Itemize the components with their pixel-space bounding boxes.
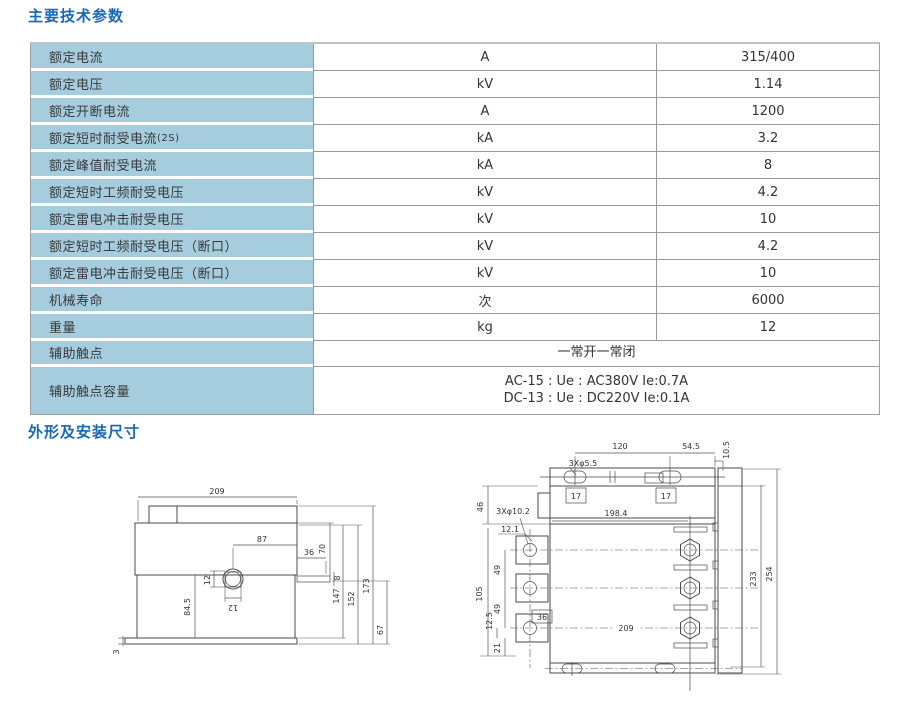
param-cell: 额定电流 — [31, 44, 313, 71]
dim-173-label: 173 — [362, 578, 371, 593]
dim-36-label: 36 — [537, 613, 547, 622]
dim-54-5-label: 54.5 — [682, 442, 700, 451]
dim-147-label: 147 — [332, 588, 341, 603]
table-row: 辅助触点一常开一常闭 — [31, 341, 879, 367]
unit-cell: kV — [313, 206, 656, 233]
right-drawing-dimensions — [480, 452, 781, 675]
dim-3-label: 3 — [112, 649, 121, 654]
dim-87-label: 87 — [257, 535, 267, 544]
dim-12-5-label: 12.5 — [485, 612, 494, 630]
holes-top-label: 3Xφ5.5 — [569, 459, 598, 468]
param-cell: 额定雷电冲击耐受电压（断口） — [31, 260, 313, 287]
value-cell: 1200 — [656, 98, 879, 125]
value-cell: 4.2 — [656, 233, 879, 260]
dim-152-label: 152 — [347, 591, 356, 606]
holes-side-label: 3Xφ10.2 — [496, 507, 530, 516]
right-drawing-labels: 120 54.5 10.5 3Xφ5.5 17 17 46 3Xφ10.2 12… — [475, 441, 774, 653]
param-cell: 重量 — [31, 314, 313, 341]
unit-cell: kg — [313, 314, 656, 341]
dim-254-label: 254 — [765, 566, 774, 581]
dim-209-label: 209 — [209, 487, 224, 496]
left-drawing-dimensions — [118, 496, 390, 646]
value-cell: 10 — [656, 206, 879, 233]
section-title-dimensions: 外形及安装尺寸 — [28, 423, 141, 441]
value-cell: 6000 — [656, 287, 879, 314]
outline-drawing-front-view: 120 54.5 10.5 3Xφ5.5 17 17 46 3Xφ10.2 12… — [475, 441, 781, 691]
dim-17b-label: 17 — [661, 492, 671, 501]
unit-cell: A — [313, 44, 656, 71]
dim-21-label: 21 — [493, 643, 502, 653]
dim-70-label: 70 — [318, 544, 327, 554]
unit-cell: 次 — [313, 287, 656, 314]
value-cell: 4.2 — [656, 179, 879, 206]
value-cell: 8 — [656, 152, 879, 179]
unit-cell: A — [313, 98, 656, 125]
dim-120-label: 120 — [612, 442, 627, 451]
dim-36-label: 36 — [304, 548, 314, 557]
dim-198-4-label: 198.4 — [605, 509, 628, 518]
param-suffix: (2S) — [157, 132, 180, 144]
param-cell: 额定峰值耐受电流 — [31, 152, 313, 179]
right-drawing-outline — [510, 467, 758, 691]
param-cell: 辅助触点 — [31, 341, 313, 367]
param-cell: 额定短时工频耐受电压（断口） — [31, 233, 313, 260]
value-cell: 315/400 — [656, 44, 879, 71]
unit-cell: kV — [313, 179, 656, 206]
merged-value-cell: 一常开一常闭 — [313, 341, 879, 367]
param-cell: 机械寿命 — [31, 287, 313, 314]
dim-12-bottom-label: 12 — [228, 603, 238, 612]
dim-67-label: 67 — [376, 625, 385, 635]
section-title-specs: 主要技术参数 — [28, 7, 125, 25]
unit-cell: kV — [313, 71, 656, 98]
unit-cell: kA — [313, 152, 656, 179]
param-cell: 辅助触点容量 — [31, 367, 313, 414]
outline-drawing-side-view: 209 87 36 70 12 12 84.5 8 147 152 173 67… — [112, 487, 390, 655]
unit-cell: kV — [313, 260, 656, 287]
dim-10-5-label: 10.5 — [722, 441, 731, 459]
dim-105-label: 105 — [475, 586, 484, 601]
param-cell: 额定开断电流 — [31, 98, 313, 125]
dim-17a-label: 17 — [571, 492, 581, 501]
value-cell: 10 — [656, 260, 879, 287]
left-drawing-outline — [124, 505, 331, 645]
value-cell: 12 — [656, 314, 879, 341]
dim-12-left-label: 12 — [203, 575, 212, 585]
value-cell: 1.14 — [656, 71, 879, 98]
dim-46-label: 46 — [476, 502, 485, 512]
value-cell: 3.2 — [656, 125, 879, 152]
dim-8-label: 8 — [333, 575, 342, 580]
dim-84-5-label: 84.5 — [183, 598, 192, 616]
param-cell: 额定电压 — [31, 71, 313, 98]
param-cell: 额定短时工频耐受电压 — [31, 179, 313, 206]
dim-49a-label: 49 — [493, 565, 502, 575]
param-cell: 额定短时耐受电流(2S) — [31, 125, 313, 152]
dim-209-label: 209 — [618, 624, 633, 633]
dim-233-label: 233 — [749, 571, 758, 586]
unit-cell: kA — [313, 125, 656, 152]
unit-cell: kV — [313, 233, 656, 260]
param-cell: 额定雷电冲击耐受电压 — [31, 206, 313, 233]
dim-49b-label: 49 — [493, 604, 502, 614]
dim-12-1-label: 12.1 — [501, 525, 519, 534]
left-drawing-labels: 209 87 36 70 12 12 84.5 8 147 152 173 67… — [112, 487, 385, 655]
